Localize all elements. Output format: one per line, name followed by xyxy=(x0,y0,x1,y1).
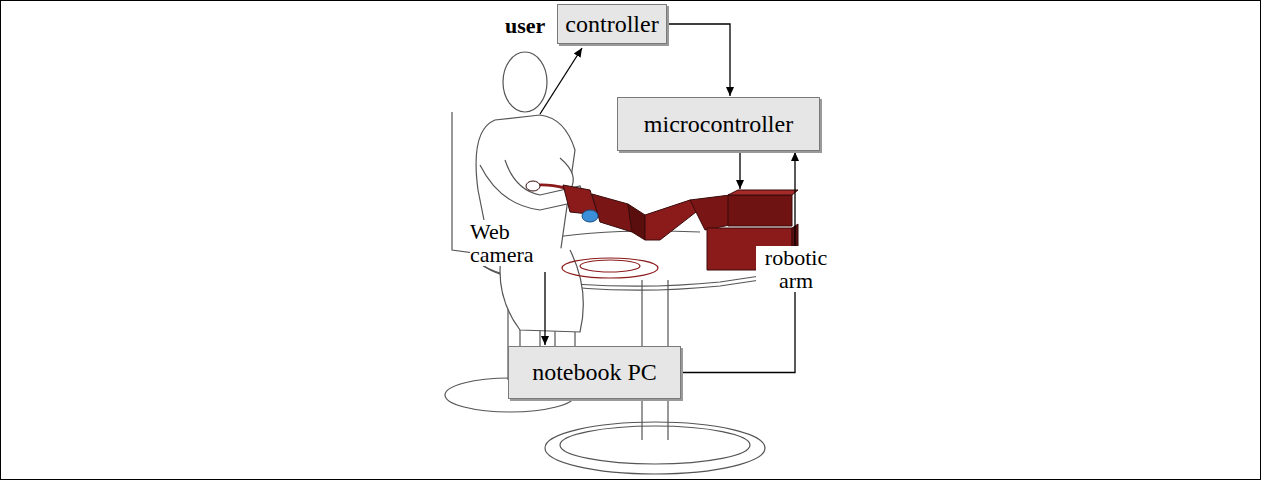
plate xyxy=(562,258,658,278)
process-box: microcontroller xyxy=(617,97,820,151)
part-label: robotic arm xyxy=(756,246,836,292)
signal-arrows xyxy=(540,48,740,345)
process-box: controller xyxy=(557,4,667,44)
process-box: notebook PC xyxy=(508,346,681,399)
part-label: Web camera xyxy=(470,220,542,266)
signal-connector xyxy=(667,24,730,96)
box-label: microcontroller xyxy=(644,111,793,138)
box-label: notebook PC xyxy=(532,359,657,386)
part-label: user xyxy=(505,14,565,37)
box-label: controller xyxy=(565,11,658,38)
